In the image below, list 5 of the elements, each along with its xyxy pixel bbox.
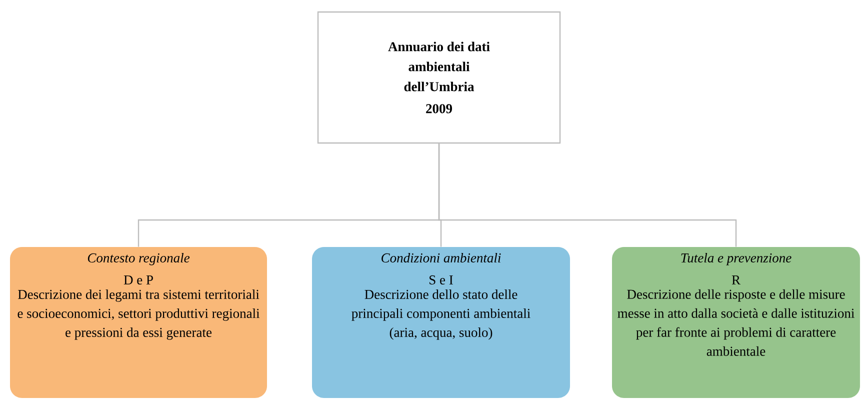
category-box: Tutela e prevenzione R Descrizione delle risposte e delle misure messe in atto dalla società e dalle istituzioni per far fronte ai problemi di carattere ambientale: [612, 247, 860, 398]
title-box: Annuario dei dati ambientali dell’Umbria 2009: [317, 11, 561, 144]
category-box: Contesto regionale D e P Descrizione dei legami tra sistemi territoriali e socioeconomici, settori produttivi regionali e pressioni da essi generate: [10, 247, 267, 398]
connector-line: [438, 144, 737, 247]
category-box: Condizioni ambientali S e I Descrizione dello stato delle principali componenti ambientali (aria, acqua, suolo): [312, 247, 570, 398]
